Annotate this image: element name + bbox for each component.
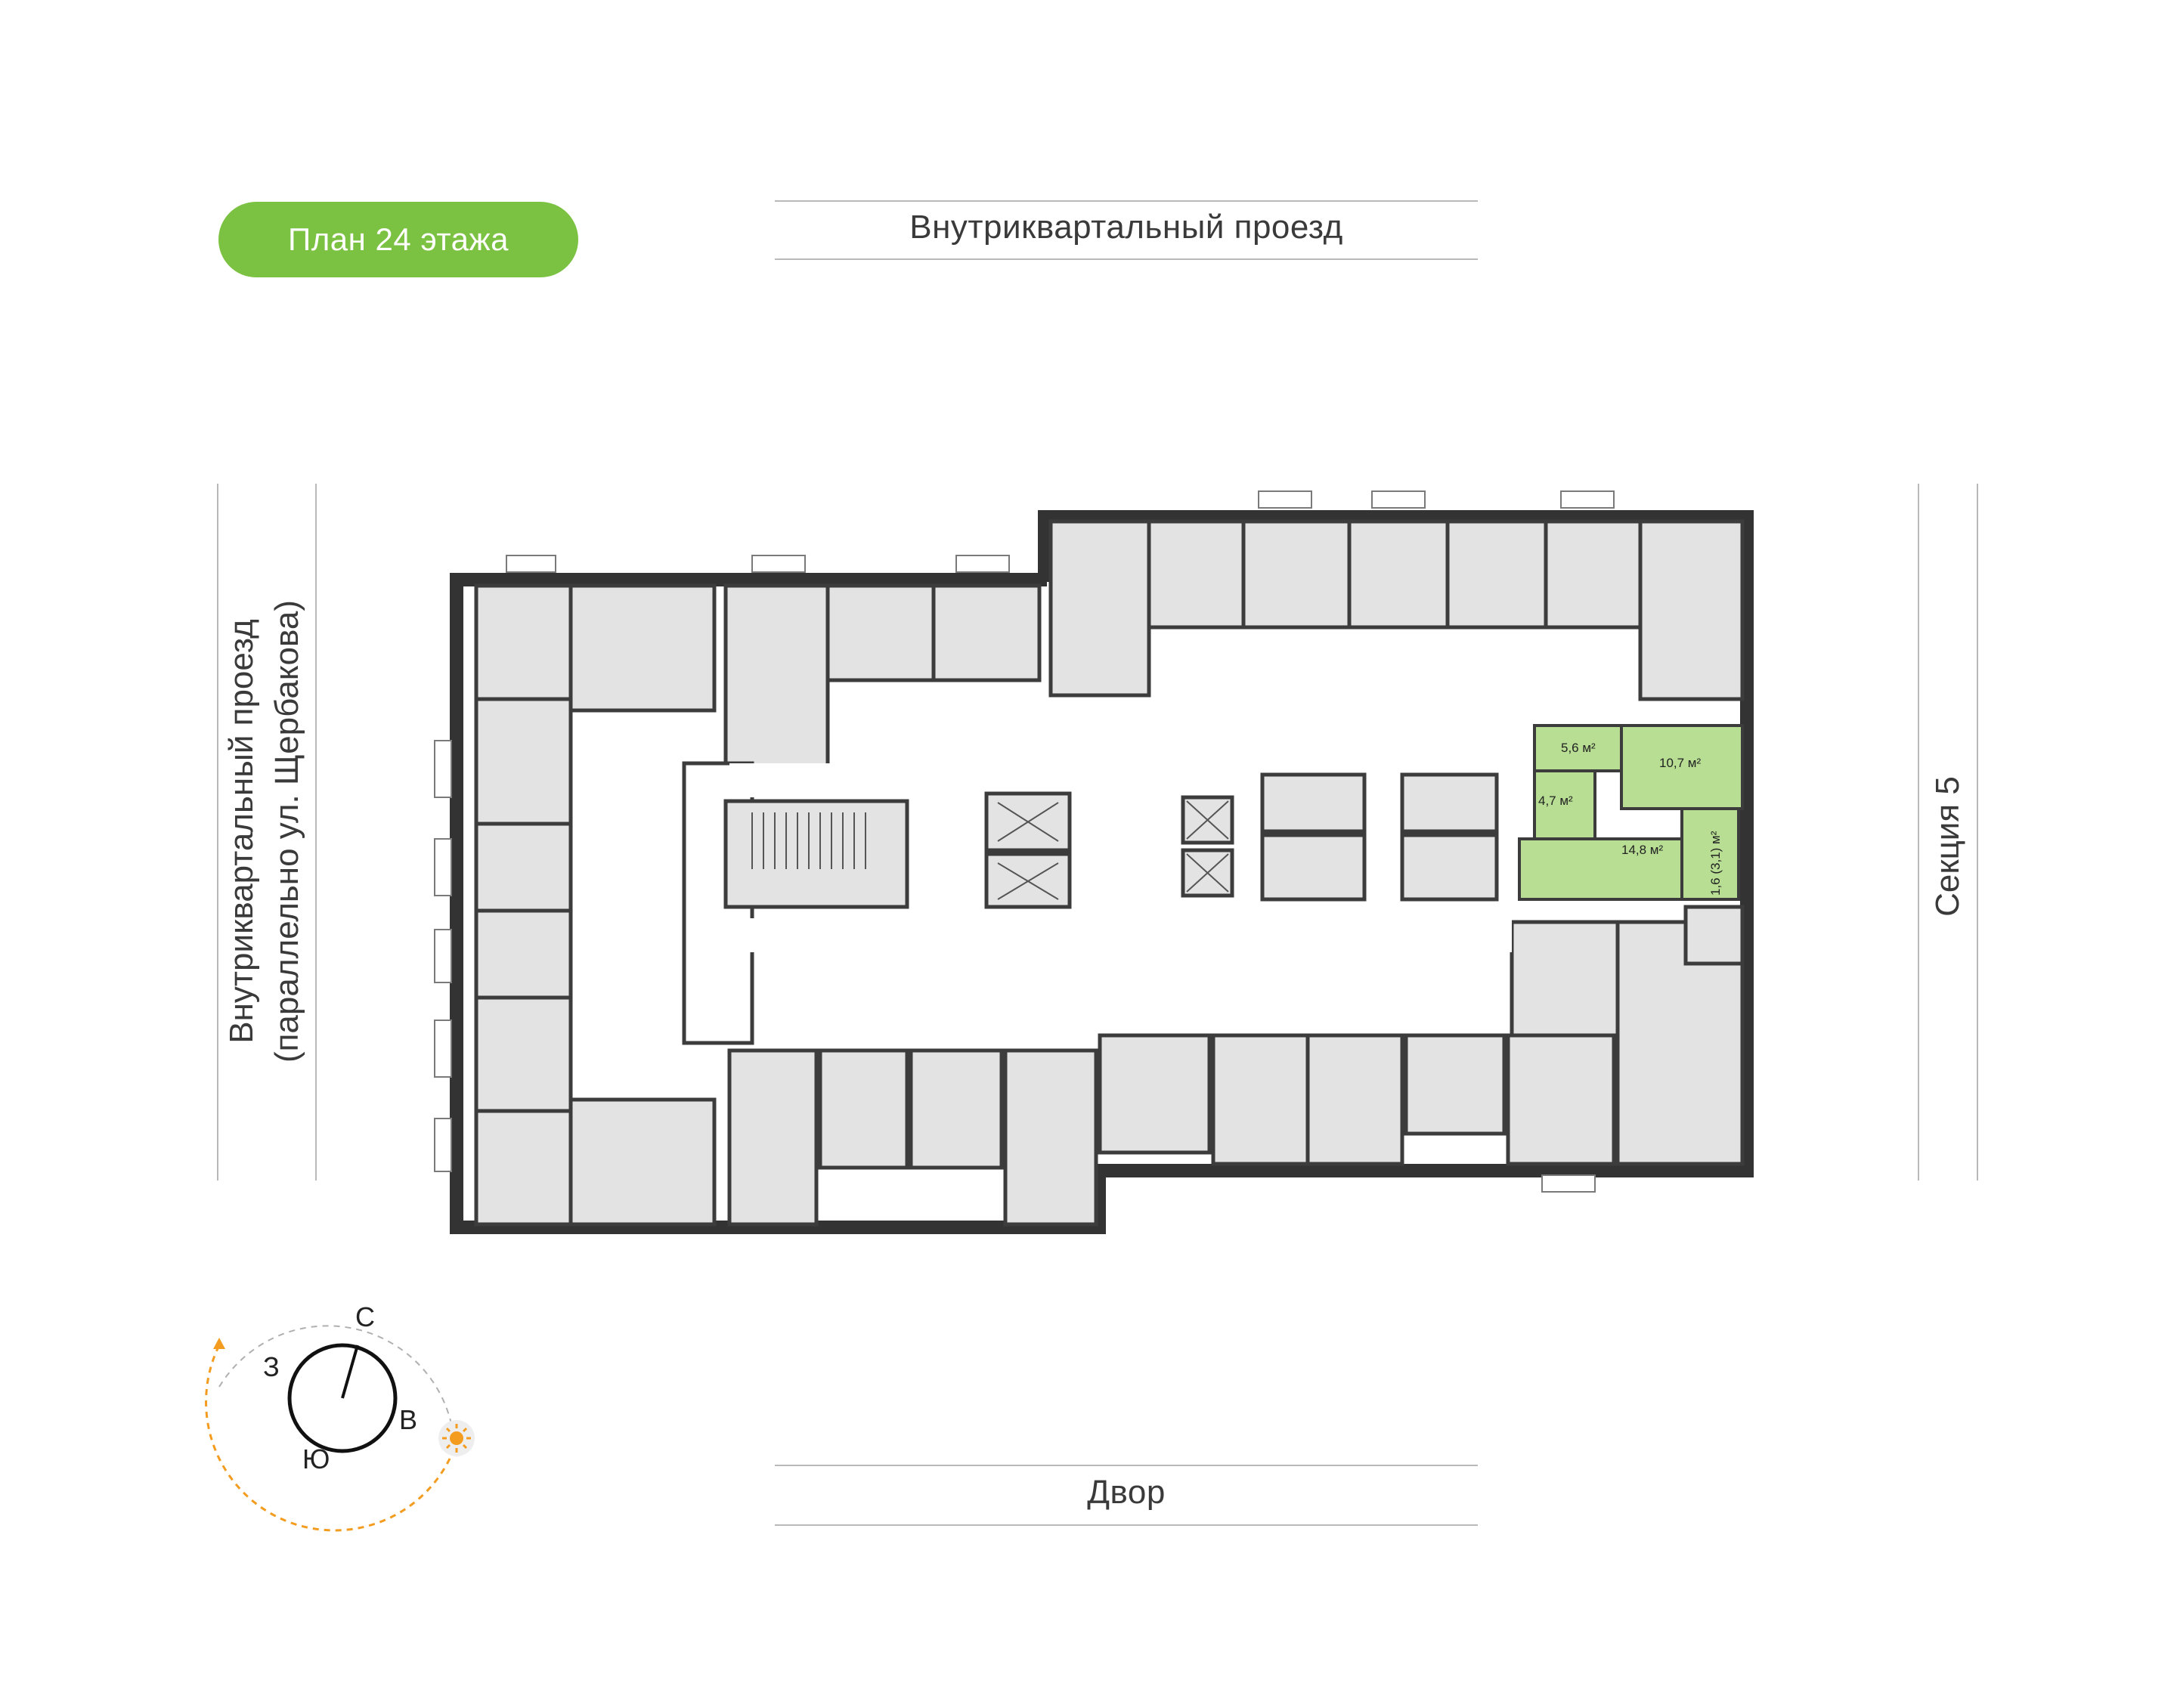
floor-plan-badge: План 24 этажа [218,202,578,277]
sun-rays [442,1424,471,1453]
section-rule-right [1977,484,1978,1180]
street-bottom-label: Двор [1087,1474,1166,1511]
section-rule-left [1918,484,1919,1180]
compass-north: С [355,1301,375,1332]
room-a-area: 5,6 м² [1561,741,1596,755]
compass-ring [287,1343,398,1453]
sun-path-grey [218,1325,454,1437]
street-bottom-rule-lower [775,1524,1478,1526]
sun-core [450,1431,463,1445]
elevator-marks [997,800,1229,900]
street-bottom-rule-upper [775,1465,1478,1466]
street-top-label: Внутриквартальный проезд [909,209,1343,246]
compass-east: В [399,1404,418,1435]
compass-needle [341,1344,359,1399]
sun-path-orange [205,1344,451,1532]
compass-south: Ю [302,1443,330,1474]
room-area-labels: 5,6 м² 10,7 м² 4,7 м² 14,8 м² 1,6 (3,1) … [1538,741,1723,896]
room-c-area: 4,7 м² [1538,794,1573,808]
stair-lines [751,812,866,869]
highlighted-apartment [1518,724,1744,901]
room-e-area: 1,6 (3,1) м² [1708,831,1723,896]
street-left-rule-inner [315,484,317,1180]
room-b-area: 10,7 м² [1659,756,1701,770]
compass-graphic [205,1325,475,1532]
sun-path-arrow [213,1338,225,1349]
street-left-rule-outer [217,484,218,1180]
street-top-rule-upper [775,200,1478,202]
street-top-rule-lower [775,258,1478,260]
apartment-rooms [474,519,1745,1227]
room-d-area: 14,8 м² [1621,843,1663,857]
compass-west: З [263,1351,280,1382]
windows [434,490,1615,1193]
